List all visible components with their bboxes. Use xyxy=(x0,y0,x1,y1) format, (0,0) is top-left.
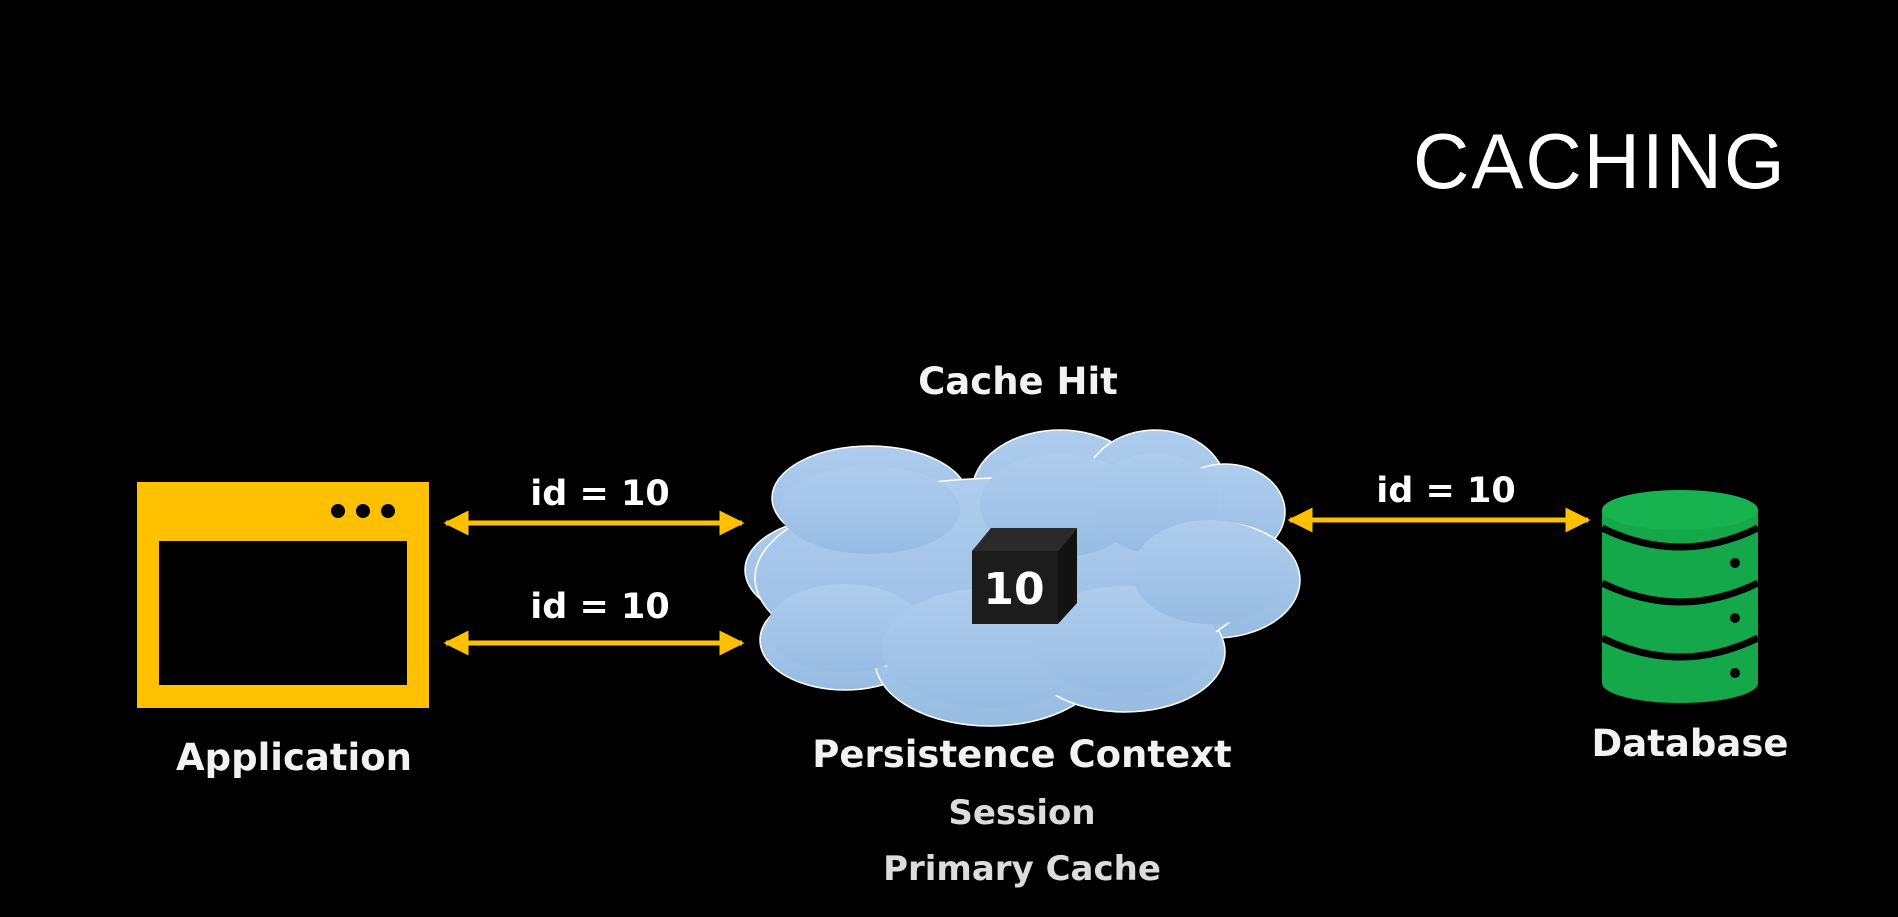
slide-title: CACHING xyxy=(1413,117,1787,205)
database-icon xyxy=(1600,490,1760,703)
cache-status-label: Cache Hit xyxy=(918,360,1118,403)
database-label: Database xyxy=(1592,722,1789,765)
cloud-icon xyxy=(744,429,1301,727)
arrow-label-top: id = 10 xyxy=(530,474,669,514)
arrow-label-db: id = 10 xyxy=(1376,471,1515,511)
arrow-label-bottom: id = 10 xyxy=(530,587,669,627)
persistence-context-label: Persistence Context xyxy=(812,733,1231,776)
primary-cache-label: Primary Cache xyxy=(883,849,1161,889)
browser-window-icon xyxy=(137,482,429,708)
session-label: Session xyxy=(948,793,1095,833)
application-label: Application xyxy=(176,736,412,779)
cached-entity-value: 10 xyxy=(983,564,1044,615)
cached-entity-cube-icon xyxy=(972,528,1077,624)
